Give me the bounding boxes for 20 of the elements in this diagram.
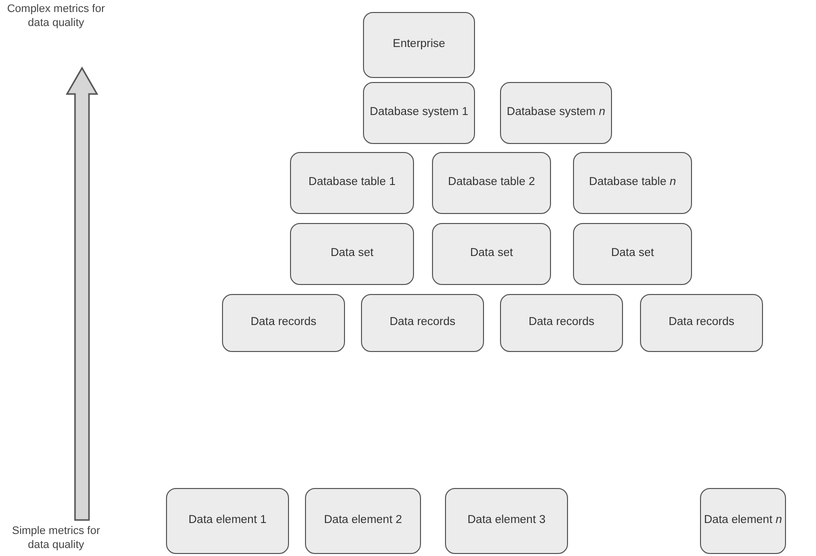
axis-label: Complex metrics for data quality	[0, 2, 112, 31]
level-box: Data set	[573, 223, 692, 285]
level-box: Data records	[361, 294, 484, 352]
level-box: Database table 1	[290, 152, 414, 214]
level-box: Database system 1	[363, 82, 475, 144]
level-box: Database system n	[500, 82, 612, 144]
level-box: Data records	[640, 294, 763, 352]
level-box: Database table n	[573, 152, 692, 214]
level-box: Enterprise	[363, 12, 475, 78]
level-box: Data records	[222, 294, 345, 352]
level-box: Data element 1	[166, 488, 289, 554]
level-box: Data set	[432, 223, 551, 285]
axis-label: Simple metrics for data quality	[0, 524, 112, 553]
arrow	[66, 66, 98, 521]
level-box: Data element 3	[445, 488, 568, 554]
level-box: Data records	[500, 294, 623, 352]
level-box: Data element n	[700, 488, 786, 554]
level-box: Data set	[290, 223, 414, 285]
level-box: Data element 2	[305, 488, 421, 554]
level-box: Database table 2	[432, 152, 551, 214]
